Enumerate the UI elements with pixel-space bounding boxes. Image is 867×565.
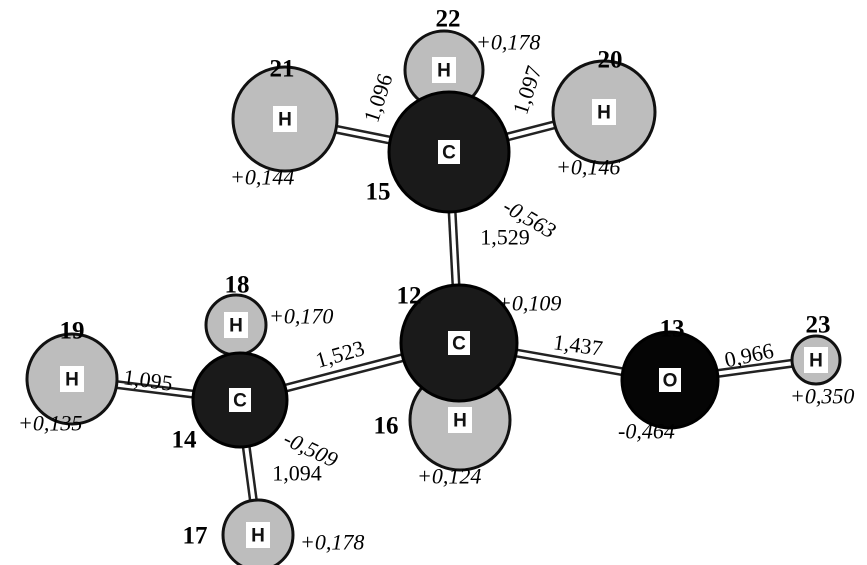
atom-14: C [191, 351, 289, 449]
atom-12: C [399, 283, 519, 403]
atom-charge: +0,170 [269, 304, 333, 329]
atom-number: 21 [270, 56, 295, 83]
atom-symbol: O [663, 371, 678, 392]
atom-symbol-box [224, 312, 248, 338]
atom-symbol: H [229, 316, 243, 337]
atom-number: 22 [436, 6, 461, 33]
atom-symbol: C [442, 143, 456, 164]
atom-number: 23 [806, 312, 831, 339]
atom-symbol: C [452, 334, 466, 355]
atom-symbol-box [229, 388, 251, 412]
atom-13: O [620, 330, 720, 430]
atom-symbol-box [448, 331, 470, 355]
atom-symbol: H [65, 370, 79, 391]
atom-charge: +0,146 [556, 155, 620, 180]
atom-charge: -0,464 [618, 419, 675, 444]
atom-symbol: H [597, 103, 611, 124]
bond-length-label: 1,529 [480, 225, 530, 250]
atom-number: 15 [366, 179, 391, 206]
bond-length-label: 1,096 [358, 71, 397, 126]
bond-length-label: 1,437 [552, 329, 604, 361]
atom-number: 17 [183, 523, 208, 550]
atom-charge: +0,109 [497, 291, 561, 316]
atom-symbol-box [448, 407, 472, 433]
atom-symbol: H [437, 61, 451, 82]
atom-charge: +0,178 [300, 530, 364, 555]
atom-symbol-box [273, 106, 297, 132]
atom-number: 14 [172, 427, 198, 454]
atom-symbol-box [659, 368, 681, 392]
atom-symbol: H [809, 351, 823, 372]
atom-symbol: H [453, 411, 467, 432]
atom-charge: +0,178 [476, 30, 540, 55]
atom-number: 20 [598, 47, 623, 74]
atom-symbol-box [246, 522, 270, 548]
atom-19: H [25, 332, 119, 426]
atom-23: H [790, 334, 842, 386]
atom-charge: +0,350 [790, 384, 854, 409]
atom-18: H [204, 293, 268, 357]
bond-length-label: 1,097 [507, 63, 546, 118]
atom-symbol-box [592, 99, 616, 125]
atom-symbol-box [432, 57, 456, 83]
atom-symbol-box [804, 347, 828, 373]
bond-length-label: 1,095 [122, 364, 174, 396]
atom-20: H [551, 59, 657, 165]
atom-number: 12 [397, 283, 422, 310]
atom-15: C [387, 90, 511, 214]
atom-charge: +0,135 [18, 411, 82, 436]
atom-number: 18 [225, 272, 250, 299]
atom-symbol: H [278, 110, 292, 131]
atom-symbol-box [60, 366, 84, 392]
atoms-layer: H H H H H H H H C C C O [25, 29, 842, 565]
atom-symbol-box [438, 140, 460, 164]
atom-charge: +0,124 [417, 464, 481, 489]
atom-symbol: C [233, 391, 247, 412]
bond-length-label: 1,094 [272, 461, 322, 486]
atom-charge: +0,144 [230, 165, 294, 190]
atom-symbol: H [251, 526, 265, 547]
atom-21: H [231, 65, 339, 173]
atom-number: 16 [374, 413, 399, 440]
atom-number: 13 [660, 316, 685, 343]
atom-number: 19 [60, 318, 85, 345]
atom-17: H [221, 498, 295, 565]
